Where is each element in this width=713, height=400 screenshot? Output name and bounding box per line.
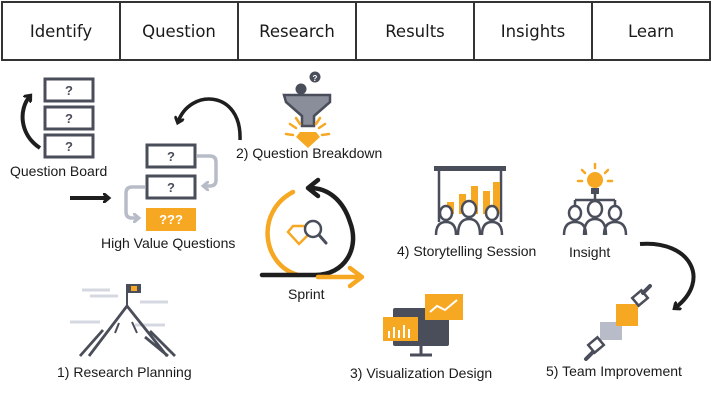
sprint-label: Sprint [288, 286, 325, 302]
puzzle-icon [584, 284, 652, 361]
lightbulb-team-icon [562, 162, 628, 236]
question-board-icon: ? ? ? [20, 77, 95, 159]
svg-text:?: ? [313, 74, 318, 83]
sprint-icon [259, 177, 365, 289]
hv-highlight: ??? [159, 212, 183, 227]
high-value-questions-label: High Value Questions [101, 235, 236, 251]
qb-card-2: ? [65, 111, 73, 126]
tab-learn[interactable]: Learn [627, 21, 675, 41]
phase-tabs: Identify Question Research Results Insig… [1, 1, 711, 61]
qb-card-3: ? [65, 139, 73, 154]
visualization-design-label: 3) Visualization Design [350, 365, 493, 381]
tab-identify[interactable]: Identify [3, 3, 121, 59]
presentation-icon [434, 166, 506, 236]
tab-results[interactable]: Results [357, 3, 475, 59]
mountain-flag-icon [70, 284, 176, 358]
research-planning-label: 1) Research Planning [57, 364, 192, 380]
hv-card-1: ? [167, 149, 175, 164]
curved-arrow-down-icon [639, 241, 696, 308]
team-improvement-label: 5) Team Improvement [546, 363, 682, 379]
qb-card-1: ? [65, 83, 73, 98]
dashboard-monitor-icon [383, 294, 463, 357]
funnel-icon: ? [282, 71, 332, 148]
hv-card-2: ? [167, 180, 175, 195]
insight-label: Insight [569, 244, 611, 260]
high-value-questions-icon: ? ? ??? [124, 143, 218, 231]
question-breakdown-label: 2) Question Breakdown [236, 145, 383, 161]
loop-arrow-icon [20, 96, 42, 150]
storytelling-label: 4) Storytelling Session [397, 243, 537, 259]
tab-question[interactable]: Question [121, 3, 239, 59]
tab-insights[interactable]: Insights [475, 3, 593, 59]
question-board-label: Question Board [10, 163, 108, 179]
tab-research[interactable]: Research [239, 3, 357, 59]
curved-arrow-icon [178, 97, 242, 141]
